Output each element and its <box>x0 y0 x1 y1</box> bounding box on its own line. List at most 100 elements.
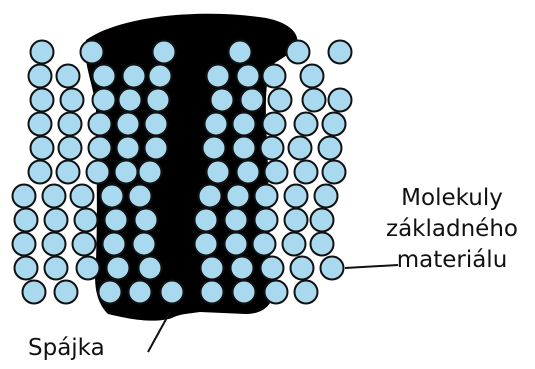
molecule-circle <box>255 185 278 208</box>
molecule-circle <box>107 257 130 280</box>
molecule-circle <box>59 113 82 136</box>
molecule-circle <box>101 185 124 208</box>
molecule-circle <box>265 161 288 184</box>
molecule-circle <box>31 137 54 160</box>
molecule-circle <box>319 137 342 160</box>
molecule-circle <box>301 65 324 88</box>
molecule-circle <box>145 113 168 136</box>
molecule-circle <box>321 257 344 280</box>
molecule-circle <box>237 161 260 184</box>
molecule-circle <box>253 233 276 256</box>
molecule-circle <box>287 41 310 64</box>
molecule-circle <box>117 113 140 136</box>
molecule-circle <box>13 233 36 256</box>
label-line: Molekuly <box>372 183 532 214</box>
molecule-circle <box>139 161 162 184</box>
molecule-circle <box>61 89 84 112</box>
molecule-circle <box>115 161 138 184</box>
molecule-circle <box>285 185 308 208</box>
molecule-circle <box>225 209 248 232</box>
molecule-circle <box>233 113 256 136</box>
molecule-circle <box>289 137 312 160</box>
molecule-circle <box>123 65 146 88</box>
molecule-circle <box>291 257 314 280</box>
molecule-circle <box>303 89 326 112</box>
molecule-circle <box>207 161 230 184</box>
molecule-circle <box>323 113 346 136</box>
molecule-circle <box>45 257 68 280</box>
molecule-circle <box>81 41 104 64</box>
molecule-circle <box>227 185 250 208</box>
molecule-circle <box>149 65 172 88</box>
molecule-circle <box>205 113 228 136</box>
molecule-circle <box>57 65 80 88</box>
molecule-circle <box>71 185 94 208</box>
molecule-circle <box>89 113 112 136</box>
molecule-circle <box>311 233 334 256</box>
molecule-circle <box>99 281 122 304</box>
molecule-circle <box>255 209 278 232</box>
molecule-circle <box>105 209 128 232</box>
molecule-circle <box>285 209 308 232</box>
molecule-circle <box>323 161 346 184</box>
molecule-circle <box>283 233 306 256</box>
molecule-circle <box>31 89 54 112</box>
molecule-circle <box>261 137 284 160</box>
molecule-circle <box>329 41 352 64</box>
molecule-circle <box>295 113 318 136</box>
molecule-circle <box>117 137 140 160</box>
molecule-circle <box>195 209 218 232</box>
molecule-circle <box>237 65 260 88</box>
molecule-circle <box>43 233 66 256</box>
molecule-circle <box>75 209 98 232</box>
molecule-circle <box>59 137 82 160</box>
molecule-circle <box>133 233 156 256</box>
molecule-circle <box>229 41 252 64</box>
molecule-circle <box>89 137 112 160</box>
molecule-circle <box>161 281 184 304</box>
molecule-circle <box>73 233 96 256</box>
molecule-circle <box>119 89 142 112</box>
molecule-circle <box>315 185 338 208</box>
molecule-circle <box>195 233 218 256</box>
molecule-circle <box>77 257 100 280</box>
molecule-circle <box>265 281 288 304</box>
molecule-circle <box>201 281 224 304</box>
solder-label: Spájka <box>28 333 105 364</box>
molecule-circle <box>263 113 286 136</box>
molecule-circle <box>31 41 54 64</box>
molecule-circle <box>23 281 46 304</box>
molecule-circle <box>129 281 152 304</box>
molecule-circle <box>295 281 318 304</box>
molecule-circle <box>135 209 158 232</box>
molecule-circle <box>233 137 256 160</box>
molecule-circle <box>55 281 78 304</box>
molecule-circle <box>329 89 352 112</box>
molecule-circle <box>43 185 66 208</box>
base-material-molecules-label: Molekuly základného materiálu <box>372 183 532 276</box>
molecule-circle <box>15 209 38 232</box>
molecule-circle <box>45 209 68 232</box>
label-line: materiálu <box>372 245 532 276</box>
molecule-circle <box>29 161 52 184</box>
molecule-circle <box>207 65 230 88</box>
molecule-circle <box>263 65 286 88</box>
molecule-circle <box>87 161 110 184</box>
molecule-circle <box>311 209 334 232</box>
molecule-circle <box>139 257 162 280</box>
molecule-circle <box>203 137 226 160</box>
molecule-circle <box>93 89 116 112</box>
molecule-circle <box>129 185 152 208</box>
molecule-circle <box>201 257 224 280</box>
molecule-circle <box>15 257 38 280</box>
molecule-circle <box>225 233 248 256</box>
molecule-circle <box>93 65 116 88</box>
label-line: základného <box>372 214 532 245</box>
molecule-circle <box>147 89 170 112</box>
molecule-circle <box>199 185 222 208</box>
molecule-circle <box>261 257 284 280</box>
molecule-circle <box>211 89 234 112</box>
molecule-circle <box>29 65 52 88</box>
molecule-circle <box>269 89 292 112</box>
